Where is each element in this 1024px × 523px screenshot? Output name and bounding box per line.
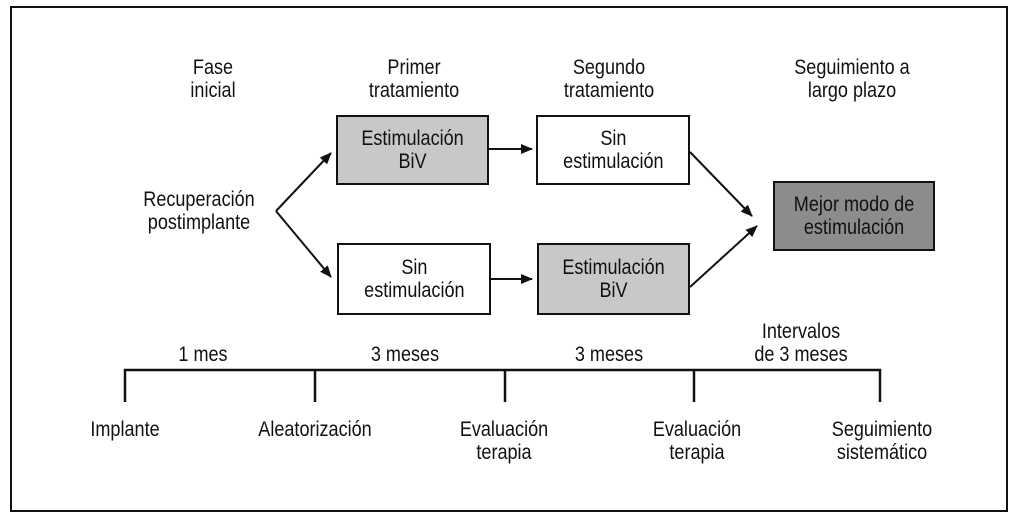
box-label-line: Estimulación: [361, 127, 464, 150]
header-line: Fase: [192, 56, 234, 79]
milestone-label: Evaluación terapia: [448, 418, 560, 464]
interval-label-line: Intervalos: [761, 320, 841, 343]
header-line: inicial: [190, 79, 236, 102]
figure-frame: [10, 6, 1008, 512]
header-line: largo plazo: [807, 79, 897, 102]
header-line: Primer: [387, 56, 441, 79]
box-label-line: estimulación: [562, 150, 664, 173]
milestone-label-line: terapia: [476, 441, 532, 464]
box-top-second: Sin estimulación: [536, 115, 690, 185]
interval-label-line: 3 meses: [370, 343, 440, 366]
interval-label: 1 mes: [160, 343, 246, 366]
milestone-label: Seguimiento sistemático: [818, 418, 947, 464]
header-primer-tratamiento: Primer tratamiento: [350, 56, 479, 102]
interval-label: 3 meses: [353, 343, 456, 366]
milestone-label-line: Aleatorización: [258, 418, 372, 441]
header-line: tratamiento: [368, 79, 460, 102]
box-label-line: BiV: [599, 279, 628, 302]
header-line: Seguimiento a: [794, 56, 910, 79]
milestone-label: Aleatorización: [246, 418, 384, 441]
start-label: Recuperación postimplante: [135, 188, 264, 234]
interval-label-line: de 3 meses: [754, 343, 848, 366]
milestone-label-line: Implante: [90, 418, 160, 441]
milestone-label-line: Seguimiento: [831, 418, 933, 441]
header-seguimiento: Seguimiento a largo plazo: [775, 56, 930, 102]
milestone-label-line: Evaluación: [652, 418, 742, 441]
header-fase-inicial: Fase inicial: [170, 56, 256, 102]
interval-label: Intervalos de 3 meses: [741, 320, 861, 366]
box-label-line: Sin: [599, 127, 627, 150]
box-bottom-second: Estimulación BiV: [537, 243, 690, 315]
milestone-label-line: Evaluación: [459, 418, 549, 441]
milestone-label-line: sistemático: [836, 441, 928, 464]
milestone-label: Evaluación terapia: [641, 418, 753, 464]
interval-label-line: 3 meses: [574, 343, 644, 366]
box-label-line: BiV: [398, 150, 427, 173]
arrow-top-to-result: [689, 151, 753, 217]
arrow-bottom-to-result: [689, 225, 758, 288]
box-label-line: Estimulación: [562, 256, 665, 279]
interval-label-line: 1 mes: [178, 343, 228, 366]
box-top-first: Estimulación BiV: [336, 115, 489, 185]
header-line: tratamiento: [563, 79, 655, 102]
box-bottom-first: Sin estimulación: [337, 243, 491, 315]
arrow-start-to-top: [275, 152, 332, 212]
header-line: Segundo: [572, 56, 646, 79]
interval-label: 3 meses: [557, 343, 660, 366]
box-label-line: estimulación: [363, 279, 465, 302]
milestone-label: Implante: [73, 418, 176, 441]
timeline: [123, 368, 882, 402]
box-result: Mejor modo de estimulación: [773, 181, 935, 251]
start-label-line: Recuperación: [143, 188, 255, 211]
header-segundo-tratamiento: Segundo tratamiento: [545, 56, 674, 102]
start-label-line: postimplante: [147, 211, 251, 234]
milestone-label-line: terapia: [669, 441, 725, 464]
arrow-start-to-bottom: [275, 210, 332, 278]
box-label-line: Mejor modo de: [793, 193, 915, 216]
box-label-line: Sin: [400, 256, 428, 279]
box-label-line: estimulación: [803, 216, 905, 239]
